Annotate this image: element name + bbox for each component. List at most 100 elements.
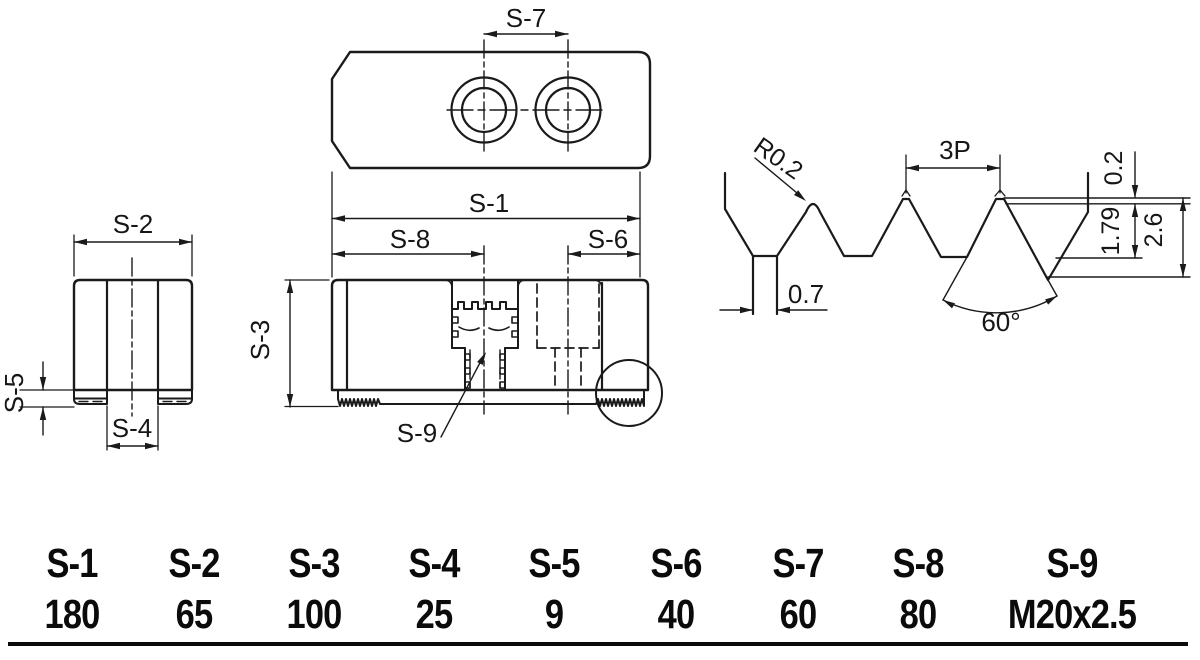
- column-value: 100: [286, 591, 343, 637]
- dim-label-depth: 1.79: [1097, 207, 1125, 256]
- dim-02-arrow: [1131, 185, 1139, 198]
- column-header: S-7: [772, 540, 824, 586]
- r02-leader-arrow: [794, 190, 806, 201]
- dim-label-total-depth: 2.6: [1140, 213, 1168, 248]
- dim-s1-arrow-right: [627, 215, 640, 222]
- column-header: S-6: [650, 540, 702, 586]
- column-header: S-8: [892, 540, 944, 586]
- dim-07-arrow-left: [740, 306, 753, 314]
- insert-slot-fillets: [444, 279, 526, 289]
- dim-s2-arrow-right: [179, 238, 192, 246]
- flank-extension-left: [942, 256, 968, 301]
- table-column-s6: S-6 40: [616, 538, 736, 638]
- dim-s8-arrow-right: [471, 250, 484, 258]
- hidden-bore: [554, 347, 582, 390]
- column-header: S-5: [528, 540, 580, 586]
- table-column-s2: S-2 65: [134, 538, 254, 638]
- column-header: S-3: [288, 540, 340, 586]
- column-value: 65: [175, 591, 213, 637]
- dim-label-s4: S-4: [112, 413, 152, 443]
- end-base-right: [157, 389, 193, 405]
- dim-s5-arrow-top: [39, 377, 47, 390]
- table-column-s5: S-5 9: [494, 538, 614, 638]
- table-column-s1: S-1 180: [12, 538, 132, 638]
- insert-side-thread-notches: [451, 316, 519, 338]
- dim-179-arrow-top: [1131, 204, 1139, 217]
- dim-label-tip-flat: 0.2: [1100, 151, 1128, 186]
- table-column-s3: S-3 100: [254, 538, 374, 638]
- column-value: 60: [779, 591, 817, 637]
- r02-leader-line: [754, 157, 798, 194]
- dim-label-s2: S-2: [113, 209, 153, 239]
- dim-s8-arrow-left: [332, 250, 345, 258]
- dim-s6-arrow-left: [568, 250, 581, 258]
- dim-07-arrow-right: [777, 306, 790, 314]
- column-header: S-2: [168, 540, 220, 586]
- peak-tip-marks: [901, 189, 1006, 197]
- dim-label-pitch: 3P: [939, 135, 971, 165]
- dim-label-groove-width: 0.7: [788, 279, 824, 309]
- column-header: S-1: [46, 540, 98, 586]
- column-header: S-4: [408, 540, 460, 586]
- insert-slot-walls: [451, 280, 519, 349]
- top-view-outline: [330, 50, 652, 170]
- flank-extension-right: [1047, 279, 1058, 297]
- insert-thread-root-hidden: [469, 349, 501, 389]
- dim-s1-arrow-left: [332, 215, 345, 222]
- column-value: 25: [415, 591, 453, 637]
- dim-s7-arrow-left: [484, 30, 497, 38]
- end-view-outline: [72, 278, 194, 392]
- threaded-insert: [444, 279, 526, 390]
- engineering-drawing: S-7 S-1 S-8 S-6 S-3 S-2 S-5 S-4 S-9 R0.2…: [0, 3, 1191, 451]
- s9-leader-line: [440, 356, 484, 438]
- end-base-left: [73, 389, 108, 405]
- dim-label-s9: S-9: [397, 418, 437, 448]
- column-value: 80: [899, 591, 937, 637]
- table-underline: [8, 642, 1188, 646]
- end-view-slot-lines: [105, 278, 160, 392]
- table-column-s4: S-4 25: [374, 538, 494, 638]
- dim-s7-arrow-right: [555, 30, 568, 38]
- insert-castellated-top: [451, 301, 519, 310]
- serrated-base: [337, 389, 645, 407]
- thread-profile-detail: [719, 151, 1191, 316]
- dim-26-arrow-bottom: [1179, 264, 1187, 277]
- dim-s4-ext: [106, 405, 159, 451]
- side-view: [284, 171, 663, 438]
- dim-s2-ext: [73, 234, 193, 277]
- end-view: [19, 234, 194, 451]
- column-value: 40: [657, 591, 695, 637]
- dim-label-s5: S-5: [0, 373, 29, 413]
- angle-arrow-left: [943, 300, 955, 309]
- insert-chamfer-arcs: [458, 326, 510, 332]
- table-column-s7: S-7 60: [738, 538, 858, 638]
- top-view: [330, 30, 652, 170]
- column-value: M20x2.5: [1007, 591, 1137, 637]
- dim-s4-arrow-left: [107, 442, 120, 450]
- dim-s6-arrow-right: [627, 250, 640, 258]
- dim-label-angle: 60°: [981, 307, 1020, 337]
- hidden-counterbore: [536, 283, 600, 349]
- dim-3p-ext: [905, 154, 1001, 194]
- groove-walls: [751, 254, 779, 316]
- dim-s3-ext: [284, 279, 339, 408]
- dim-s5-arrow-bottom: [39, 407, 47, 420]
- dim-3p-arrow-right: [987, 164, 1000, 172]
- dim-s3-arrow-top: [286, 280, 294, 293]
- column-value: 9: [544, 591, 564, 637]
- s9-leader-arrow: [477, 352, 486, 365]
- dim-s4-arrow-right: [145, 442, 158, 450]
- dim-3p-arrow-left: [906, 164, 919, 172]
- dim-s5-ext: [19, 389, 75, 408]
- dim-label-s3: S-3: [245, 320, 275, 360]
- table-column-s9: S-9 M20x2.5: [972, 538, 1172, 638]
- table-column-s8: S-8 80: [858, 538, 978, 638]
- angle-arc: [942, 295, 1058, 314]
- dim-s3-arrow-bottom: [286, 394, 294, 407]
- column-value: 180: [44, 591, 101, 637]
- dim-label-s1: S-1: [469, 188, 509, 218]
- dim-s2-arrow-left: [74, 238, 87, 246]
- angle-arrow-right: [1045, 296, 1057, 305]
- insert-shank-thread-notches: [464, 353, 506, 389]
